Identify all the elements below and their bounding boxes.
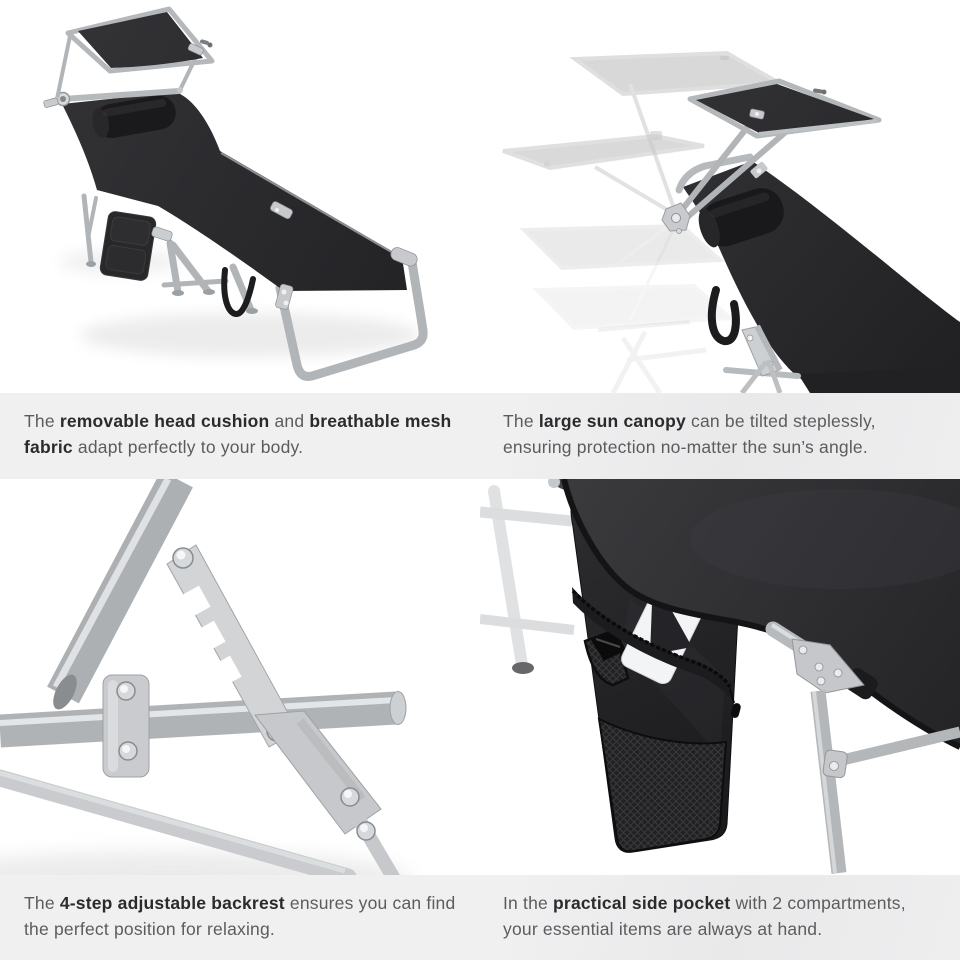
caption-line: your essential items are always at hand. bbox=[503, 916, 953, 942]
image-row-top bbox=[0, 0, 960, 393]
caption-segment: adapt perfectly to your body. bbox=[72, 437, 304, 457]
caption-segment: the perfect position for relaxing. bbox=[24, 919, 275, 939]
caption-segment: The bbox=[503, 411, 539, 431]
caption-side-pocket: In the practical side pocket with 2 comp… bbox=[503, 875, 953, 942]
caption-segment: The bbox=[24, 411, 60, 431]
caption-line: ensuring protection no-matter the sun’s … bbox=[503, 434, 953, 460]
caption-segment: ensures you can find bbox=[284, 893, 456, 913]
caption-line: In the practical side pocket with 2 comp… bbox=[503, 890, 953, 916]
caption-segment-bold: fabric bbox=[24, 437, 73, 457]
panel-canopy-tilt bbox=[480, 0, 960, 393]
caption-segment-bold: large sun canopy bbox=[538, 411, 686, 431]
panel-backrest-mechanism bbox=[0, 479, 480, 875]
backrest-mechanism-illustration bbox=[0, 479, 410, 875]
caption-line: The 4-step adjustable backrest ensures y… bbox=[24, 890, 474, 916]
caption-segment: The bbox=[24, 893, 60, 913]
caption-band-top: The removable head cushion and breathabl… bbox=[0, 393, 960, 479]
canopy-tilt-illustration bbox=[502, 50, 960, 393]
caption-segment: ensuring protection no-matter the sun’s … bbox=[503, 437, 868, 457]
caption-line: the perfect position for relaxing. bbox=[24, 916, 474, 942]
caption-segment: with 2 compartments, bbox=[730, 893, 906, 913]
caption-sun-canopy: The large sun canopy can be tilted stepl… bbox=[503, 393, 953, 460]
caption-segment-bold: breathable mesh bbox=[309, 411, 452, 431]
caption-segment-bold: practical side pocket bbox=[553, 893, 731, 913]
caption-head-cushion: The removable head cushion and breathabl… bbox=[24, 393, 474, 460]
caption-line: The large sun canopy can be tilted stepl… bbox=[503, 408, 953, 434]
caption-segment: and bbox=[269, 411, 310, 431]
caption-line: fabric adapt perfectly to your body. bbox=[24, 434, 474, 460]
panel-lounger-overview bbox=[0, 0, 480, 393]
lounger-overview-illustration bbox=[43, 6, 428, 381]
caption-segment-bold: removable head cushion bbox=[59, 411, 270, 431]
caption-segment: can be tilted steplessly, bbox=[685, 411, 876, 431]
image-row-bottom bbox=[0, 479, 960, 875]
caption-backrest: The 4-step adjustable backrest ensures y… bbox=[24, 875, 474, 942]
caption-segment-bold: 4-step adjustable backrest bbox=[59, 893, 285, 913]
caption-segment: your essential items are always at hand. bbox=[503, 919, 823, 939]
caption-band-bottom: The 4-step adjustable backrest ensures y… bbox=[0, 875, 960, 960]
side-pocket-illustration bbox=[480, 479, 960, 874]
caption-segment: In the bbox=[503, 893, 554, 913]
caption-line: The removable head cushion and breathabl… bbox=[24, 408, 474, 434]
panel-side-pocket bbox=[480, 479, 960, 875]
